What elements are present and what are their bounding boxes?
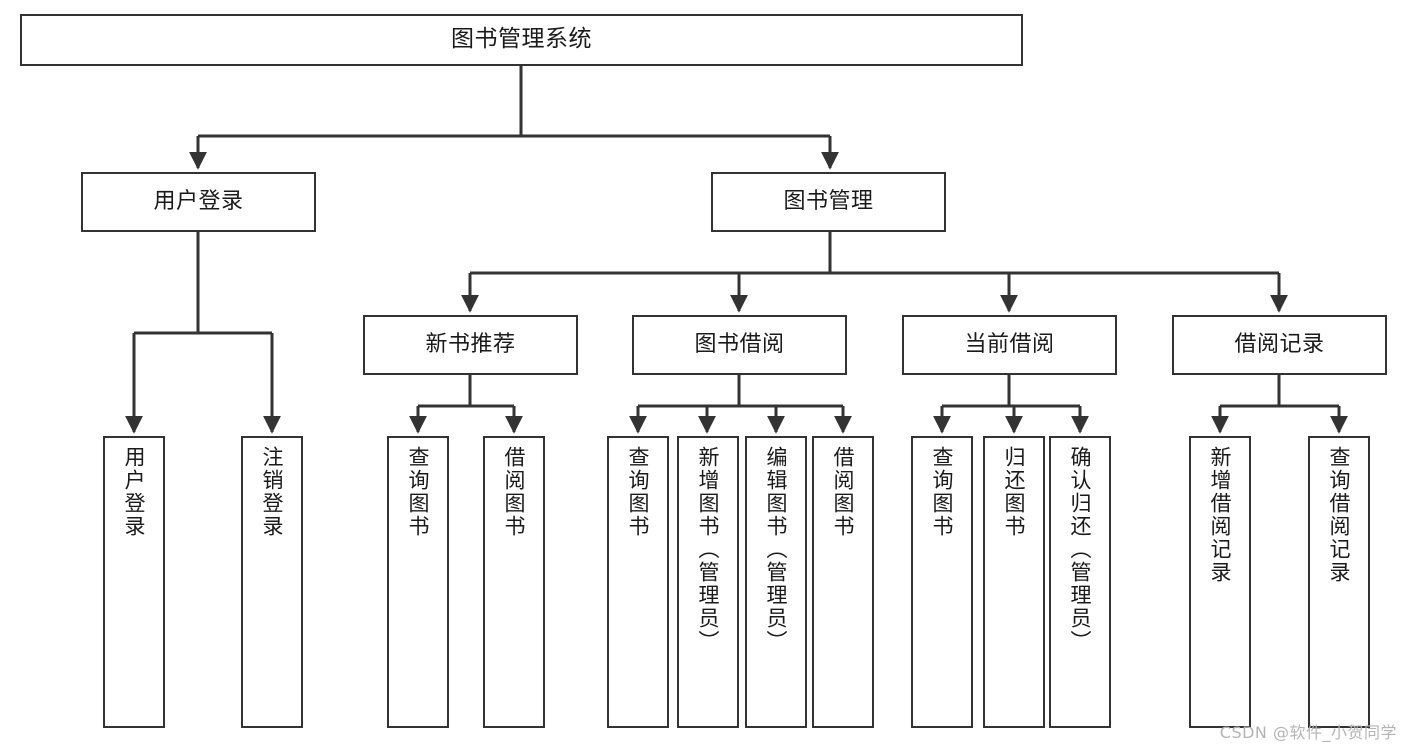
node-user-login[interactable]: 用户登录 [81,172,316,232]
leaf-node-label: 归还图书 [1002,446,1027,538]
node-root[interactable]: 图书管理系统 [20,14,1023,66]
leaf-node[interactable]: 确认归还（管理员） [1049,436,1111,728]
node-current-borrow-label: 当前借阅 [964,332,1055,358]
leaf-node-label: 注销登录 [260,446,285,538]
leaf-node[interactable]: 借阅图书 [812,436,874,728]
leaf-node-label: 用户登录 [122,446,147,538]
leaf-node[interactable]: 查询图书 [911,436,973,728]
node-root-label: 图书管理系统 [451,26,592,53]
node-current-borrow[interactable]: 当前借阅 [902,315,1117,375]
leaf-node-label: 确认归还（管理员） [1068,446,1093,653]
leaf-node[interactable]: 编辑图书（管理员） [745,436,807,728]
leaf-node-label: 新增图书（管理员） [696,446,721,653]
watermark: CSDN @软件_小贺同学 [1219,723,1397,742]
node-user-login-label: 用户登录 [153,189,244,215]
node-book-management[interactable]: 图书管理 [711,172,946,232]
leaf-node-label: 借阅图书 [831,446,856,538]
leaf-node[interactable]: 查询借阅记录 [1308,436,1370,728]
leaf-node[interactable]: 注销登录 [241,436,303,728]
leaf-node-label: 查询借阅记录 [1327,446,1352,584]
leaf-node-label: 编辑图书（管理员） [764,446,789,653]
node-book-management-label: 图书管理 [783,189,874,215]
leaf-node[interactable]: 用户登录 [103,436,165,728]
node-new-book-recommend[interactable]: 新书推荐 [363,315,578,375]
leaf-node[interactable]: 新增借阅记录 [1189,436,1251,728]
leaf-node[interactable]: 借阅图书 [483,436,545,728]
leaf-node-label: 新增借阅记录 [1208,446,1233,584]
leaf-node[interactable]: 查询图书 [387,436,449,728]
node-book-borrow-label: 图书借阅 [694,332,785,358]
node-new-book-recommend-label: 新书推荐 [425,332,516,358]
leaf-node-label: 查询图书 [406,446,431,538]
leaf-node[interactable]: 归还图书 [983,436,1045,728]
leaf-node-label: 查询图书 [930,446,955,538]
node-borrow-records-label: 借阅记录 [1234,332,1325,358]
node-borrow-records[interactable]: 借阅记录 [1172,315,1387,375]
leaf-node-label: 查询图书 [626,446,651,538]
leaf-node-label: 借阅图书 [502,446,527,538]
leaf-node[interactable]: 新增图书（管理员） [677,436,739,728]
node-book-borrow[interactable]: 图书借阅 [632,315,847,375]
leaf-node[interactable]: 查询图书 [607,436,669,728]
